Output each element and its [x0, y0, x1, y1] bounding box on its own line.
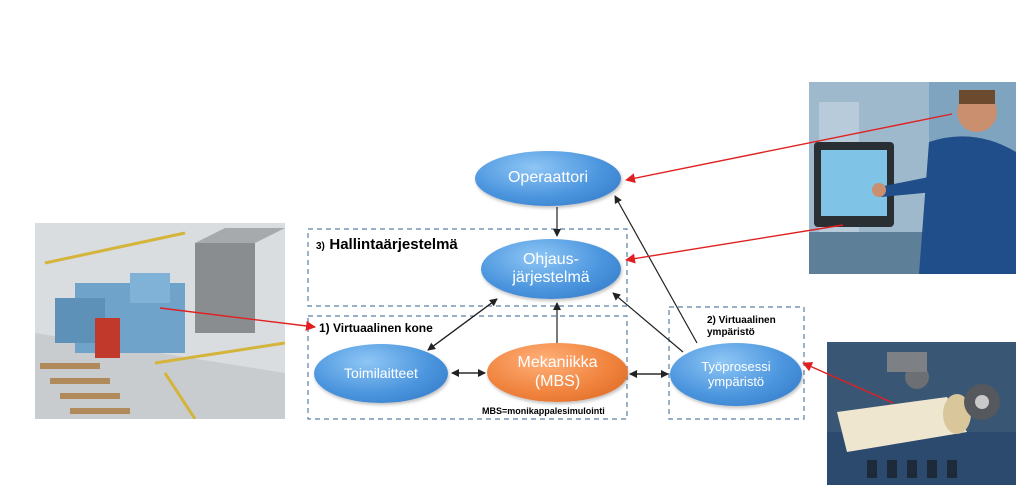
- red-arrow-operator-to-operaattori: [625, 113, 953, 184]
- node-mekaniikka: Mekaniikka (MBS): [487, 343, 628, 402]
- label-hallintajarjestelma: 3) Hallintaärjestelmä: [316, 236, 458, 253]
- arrow-tyoprosessi-ohjaus: [612, 292, 684, 353]
- operator-image: [809, 82, 1016, 274]
- node-tyoprosessi: Työprosessi ympäristö: [670, 343, 802, 406]
- node-operaattori: Operaattori: [475, 151, 621, 206]
- red-arrow-process-to-tyoprosessi: [802, 362, 894, 404]
- node-ohjausjarjestelma: Ohjaus- järjestelmä: [481, 239, 621, 299]
- label-mbs-definition: MBS=monikappalesimulointi: [482, 406, 605, 416]
- process-image: [827, 342, 1016, 485]
- arrow-toimilaitteet-ohjaus: [427, 298, 498, 351]
- arrow-tyoprosessi-operaattori: [614, 195, 698, 344]
- red-arrow-operator-to-ohjaus: [625, 224, 844, 264]
- node-toimilaitteet: Toimilaitteet: [314, 344, 448, 403]
- label-virtuaalinen-kone: 1) Virtuaalinen kone: [319, 321, 433, 335]
- red-arrow-machine-to-kone: [159, 307, 316, 331]
- label-virtuaalinen-ymparisto: 2) Virtuaalinen ympäristö: [707, 315, 776, 338]
- machine-image: [35, 223, 285, 419]
